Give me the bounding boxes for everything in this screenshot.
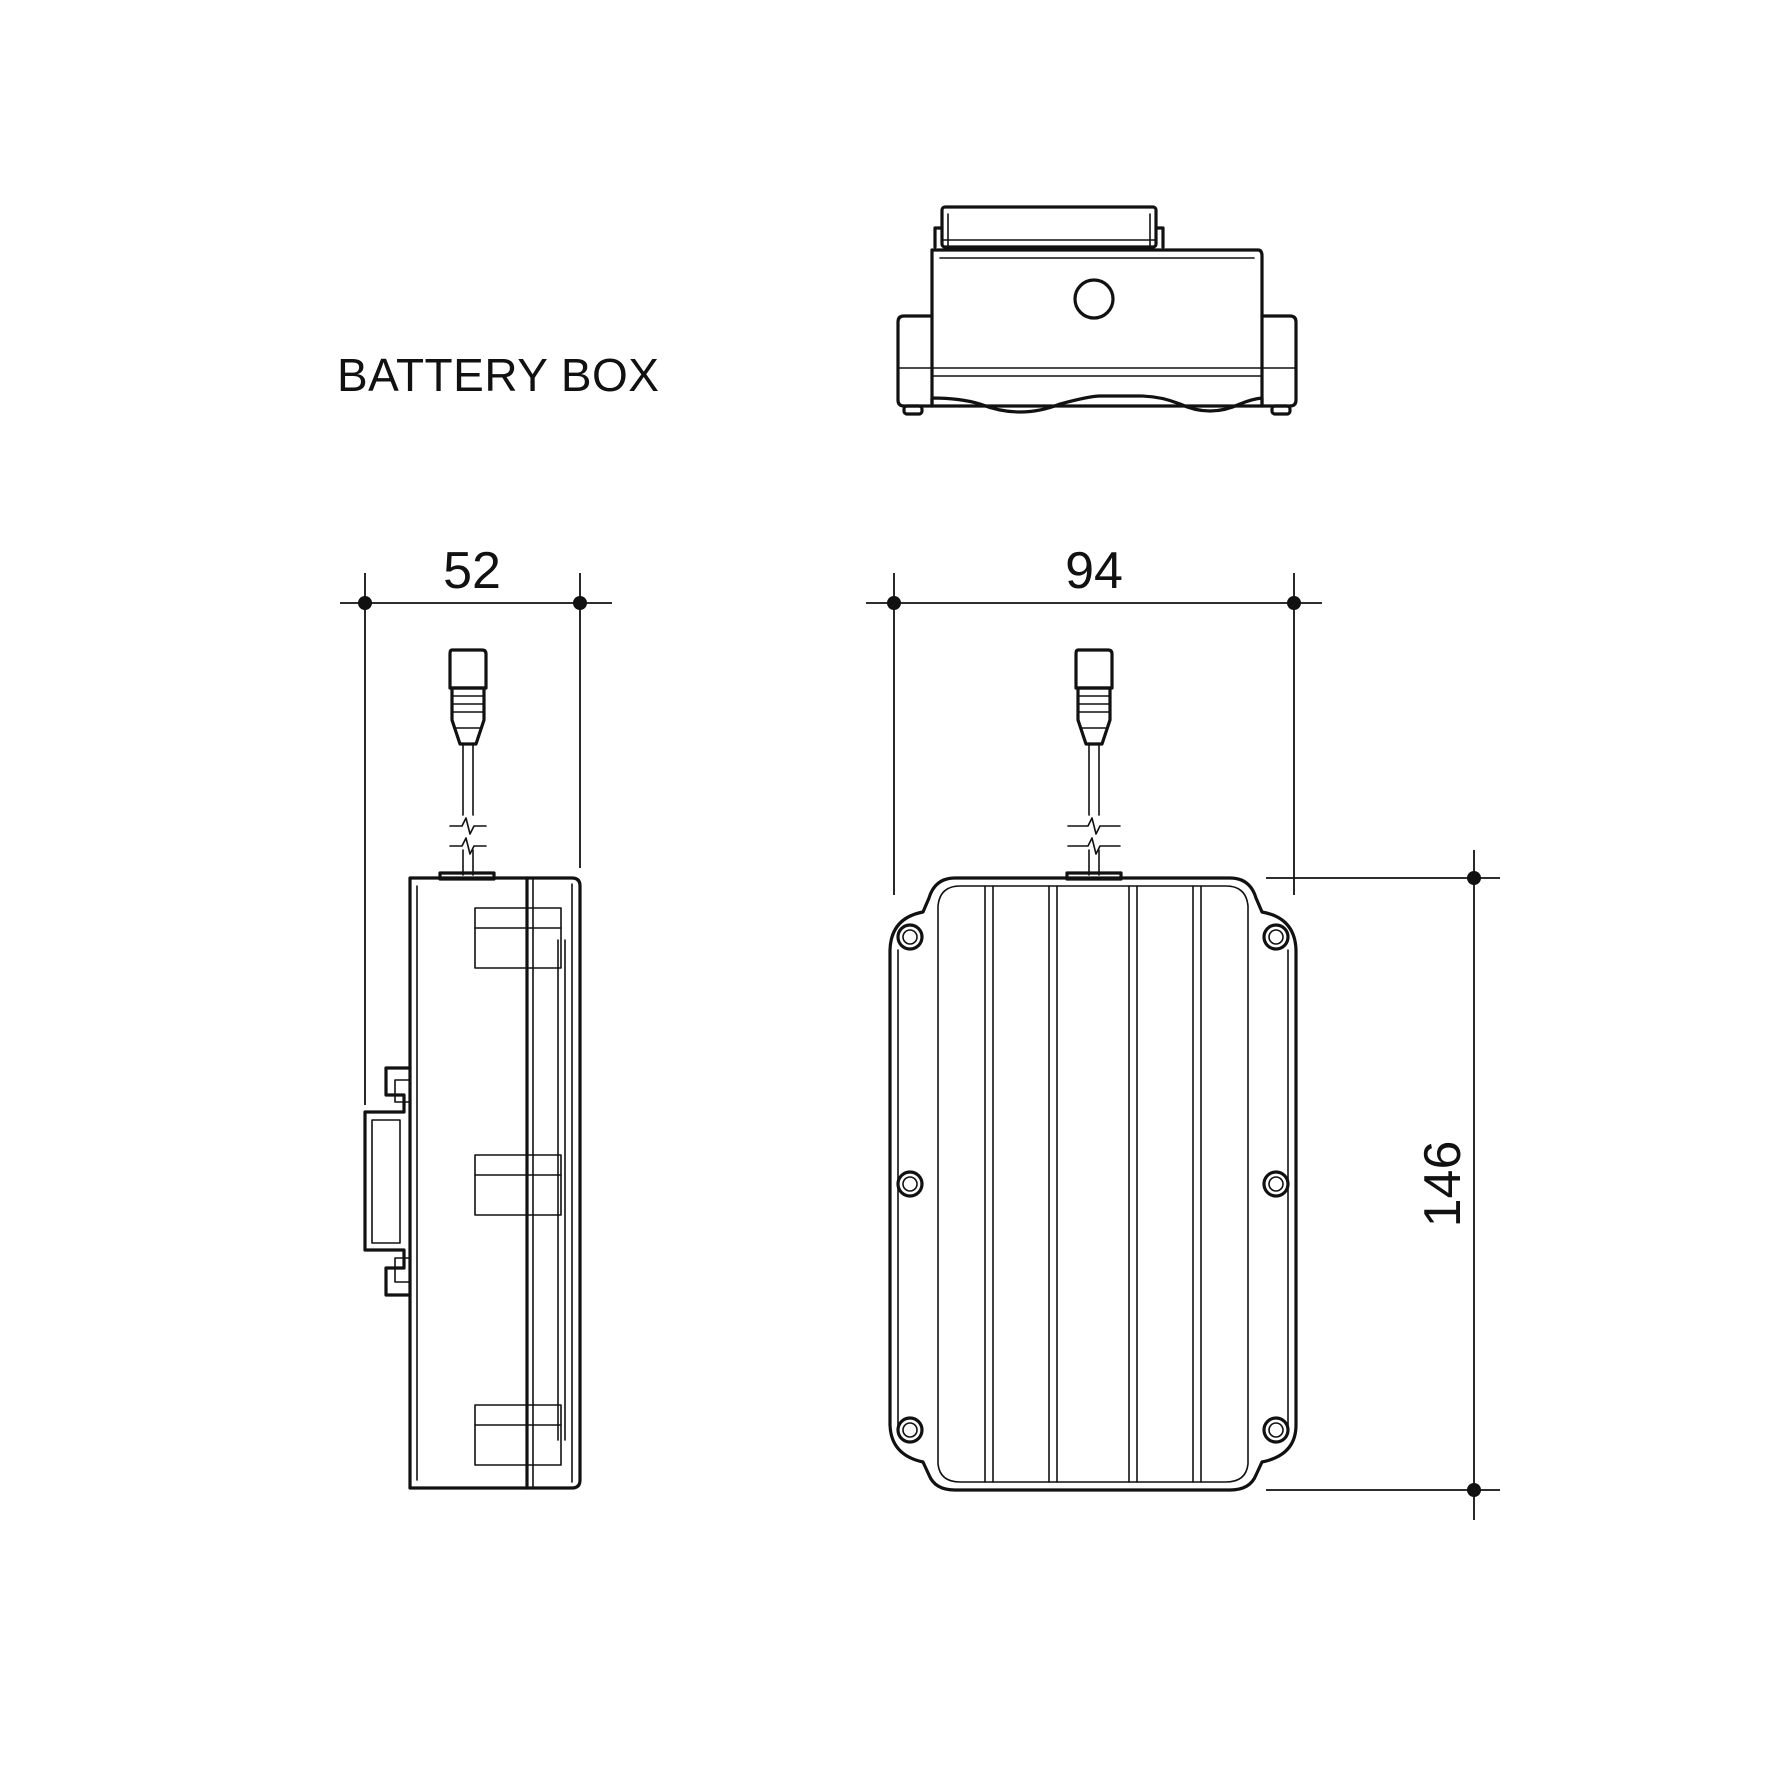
front-width-label: 94 <box>1065 542 1123 600</box>
front-view <box>888 648 1298 1492</box>
dimension-height: 146 <box>1266 850 1500 1520</box>
side-width-label: 52 <box>443 542 501 600</box>
dimension-side-width: 52 <box>340 542 612 1105</box>
top-view <box>896 205 1298 416</box>
height-label: 146 <box>1414 1141 1472 1228</box>
dimension-front-width: 94 <box>866 542 1322 895</box>
drawing-title: BATTERY BOX <box>337 349 660 401</box>
side-view <box>363 648 582 1490</box>
